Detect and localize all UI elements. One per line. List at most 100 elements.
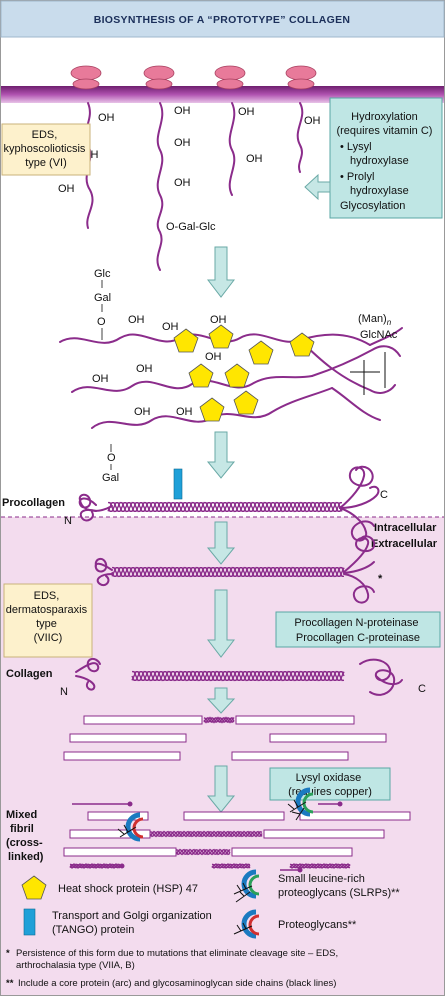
oh-label: OH	[58, 183, 75, 195]
hsp47-icon	[199, 397, 225, 422]
helix-strand	[107, 502, 343, 512]
mixed-fibril-label: Mixed fibril (cross- linked)	[6, 809, 46, 863]
chain	[331, 387, 381, 421]
oh-label: OH	[246, 153, 263, 165]
page-title: BIOSYNTHESIS OF A “PROTOTYPE” COLLAGEN	[94, 14, 351, 26]
helix-strand	[175, 849, 231, 856]
oh-label: OH	[304, 115, 321, 127]
hsp47-icon	[248, 340, 274, 365]
collagen-molecule	[63, 847, 177, 857]
helix-strand	[203, 716, 235, 724]
proteinase-text: Procollagen N-proteinase Procollagen C-p…	[294, 617, 421, 644]
chain	[71, 375, 313, 393]
legend-proteoglycan-icon	[233, 909, 260, 939]
left-arrow	[304, 173, 331, 201]
glc-label: Glc	[94, 268, 111, 280]
eds-vi-box	[1, 123, 91, 176]
hsp47-icon	[233, 390, 259, 415]
crosslink-dot	[337, 801, 343, 807]
tango-protein	[173, 468, 183, 500]
oh-label: OH	[134, 406, 151, 418]
fibril-assembly	[63, 715, 387, 761]
collagen-molecule	[183, 811, 285, 821]
oh-label: OH	[98, 112, 115, 124]
eds-viic-box	[3, 583, 93, 658]
ribosome	[143, 65, 175, 90]
o-gal-glc-label: O-Gal-Glc	[166, 221, 216, 233]
ribosome	[285, 65, 317, 90]
legend-hsp47-icon	[21, 875, 47, 900]
n-propeptide	[96, 573, 113, 586]
proteinase-box	[275, 611, 441, 648]
legend-slrp-icon	[233, 869, 260, 903]
ribosome	[214, 65, 246, 90]
oh-label: OH	[205, 351, 222, 363]
down-arrow	[206, 246, 236, 298]
eds-vi-text: EDS, kyphoscolioticsis type (VI)	[4, 129, 89, 169]
helix-strand	[175, 848, 231, 855]
eds-viic-text: EDS, dermatosparaxis type (VIIC)	[6, 590, 90, 644]
oh-label: OH	[174, 105, 191, 117]
nascent-chain	[156, 102, 164, 271]
intracellular-label: Intracellular	[374, 522, 437, 534]
footnote-2: ** Include a core protein (arc) and glyc…	[6, 978, 336, 989]
hsp47-icon	[173, 328, 199, 353]
hsp47-icon	[188, 363, 214, 388]
down-arrow	[206, 687, 236, 714]
collagen-molecule	[231, 847, 353, 857]
helix-strand	[149, 830, 263, 837]
collagen-molecule	[63, 751, 181, 761]
legend-tango-label: Transport and Golgi organization (TANGO)…	[52, 910, 215, 936]
hsp47-icon	[208, 324, 234, 349]
o-label: O	[97, 316, 106, 328]
triple-helix	[131, 670, 345, 682]
extracellular-label: Extracellular	[371, 538, 438, 550]
collagen-molecule	[269, 733, 387, 743]
cleaved-n-propeptide	[75, 675, 96, 691]
chain	[299, 339, 396, 394]
triple-helix	[111, 566, 345, 578]
c-propeptide	[343, 573, 375, 604]
oh-label: OH	[176, 406, 193, 418]
legend-proteoglycan-label: Proteoglycans**	[278, 919, 357, 931]
down-arrow	[206, 431, 236, 479]
triple-helix	[107, 501, 343, 513]
helix-strand	[131, 670, 345, 682]
c-propeptide	[343, 535, 376, 573]
helix-strand	[211, 863, 251, 869]
collagen-molecule	[87, 811, 149, 821]
collagen-label: Collagen	[6, 668, 53, 680]
glcnac-label: GlcNAc	[360, 329, 398, 341]
helix-strand	[149, 831, 263, 838]
down-arrow	[206, 521, 236, 565]
mixed-fibril	[63, 801, 411, 873]
collagen-molecule	[235, 715, 355, 725]
hydroxylation-text: Hydroxylation (requires vitamin C) • Lys…	[336, 111, 435, 212]
crosslink-dot	[119, 863, 125, 869]
proteoglycan-icon	[117, 812, 144, 842]
c-terminus-label: C	[380, 489, 388, 501]
legend-slrp-label: Small leucine-rich proteoglycans (SLRPs)…	[278, 873, 400, 899]
chain	[369, 327, 403, 346]
down-arrow	[206, 589, 236, 658]
collagen-molecule	[83, 715, 203, 725]
slrp-icon	[287, 787, 314, 821]
oh-label: OH	[92, 373, 109, 385]
n-propeptide	[78, 493, 113, 512]
o-label: O	[107, 452, 116, 464]
n-terminus-label: N	[60, 686, 68, 698]
helix-strand	[289, 863, 351, 869]
helix-strand	[107, 501, 343, 513]
oh-label: OH	[174, 137, 191, 149]
nascent-chain	[228, 102, 236, 196]
n-terminus-label: N	[64, 515, 72, 527]
gal-label: Gal	[94, 292, 111, 304]
oh-label: OH	[128, 314, 145, 326]
lysyl-oxidase-box	[269, 767, 391, 801]
chain	[311, 345, 401, 377]
collagen-molecule	[263, 829, 385, 839]
c-terminus-label: C	[418, 683, 426, 695]
c-propeptide	[343, 561, 375, 574]
crosslink-dot	[297, 867, 303, 873]
